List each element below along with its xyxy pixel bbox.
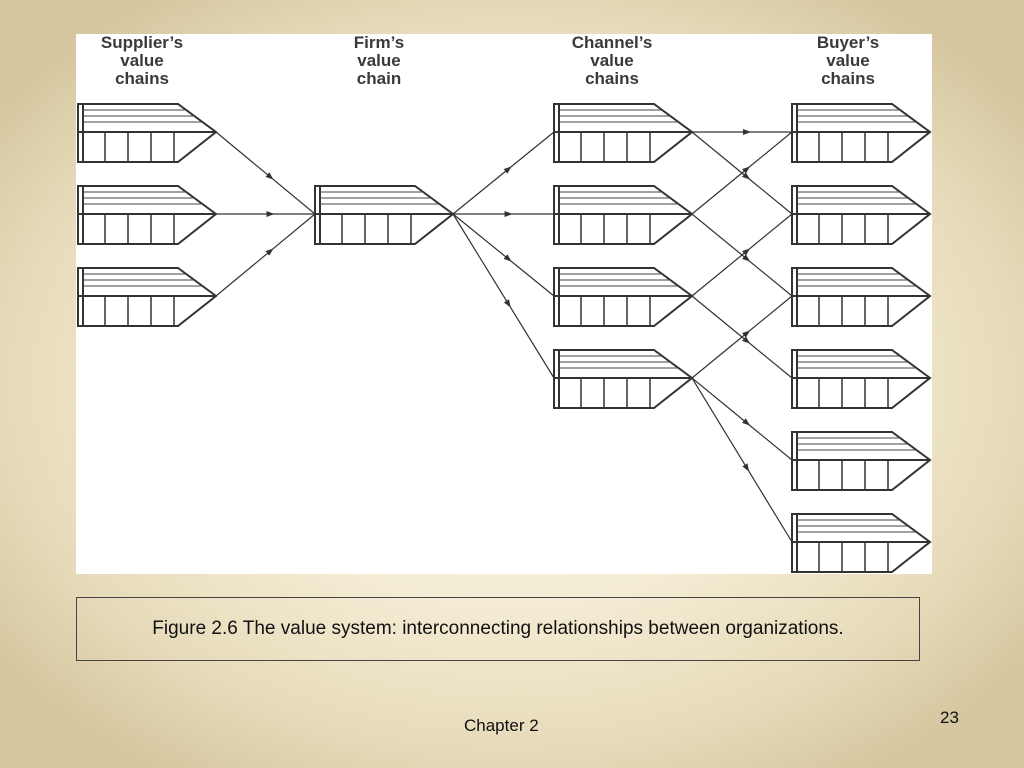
connector-channel-3-to-buyer-5 — [691, 377, 793, 543]
connector-supplier-2-to-firm-0 — [215, 213, 316, 297]
footer-chapter-label: Chapter 2 — [464, 716, 539, 735]
supplier-value-chain-2 — [77, 185, 218, 245]
figure-caption-box: Figure 2.6 The value system: interconnec… — [76, 597, 920, 661]
connector-channel-3-to-buyer-4 — [691, 377, 793, 461]
buyer-value-chain-6 — [791, 513, 932, 573]
connector-channel-2-to-buyer-3 — [691, 295, 793, 379]
channel-value-chain-3 — [553, 267, 694, 327]
buyer-value-chain-5 — [791, 431, 932, 491]
connector-channel-0-to-buyer-1 — [691, 131, 793, 215]
connector-channel-1-to-buyer-2 — [691, 213, 793, 297]
connector-channel-3-to-buyer-2 — [691, 295, 793, 379]
connector-firm-0-to-channel-3 — [452, 213, 555, 379]
buyer-value-chain-1 — [791, 103, 932, 163]
figure-caption: Figure 2.6 The value system: interconnec… — [152, 618, 844, 639]
connector-channel-2-to-buyer-1 — [691, 213, 793, 297]
channel-value-chain-2 — [553, 185, 694, 245]
firm-value-chain-1 — [314, 185, 455, 245]
buyer-value-chain-2 — [791, 185, 932, 245]
buyer-value-chain-4 — [791, 349, 932, 409]
buyer-value-chain-3 — [791, 267, 932, 327]
connector-firm-0-to-channel-0 — [452, 131, 555, 215]
supplier-value-chain-1 — [77, 103, 218, 163]
page-number: 23 — [940, 708, 959, 727]
channel-value-chain-4 — [553, 349, 694, 409]
channel-value-chain-1 — [553, 103, 694, 163]
connector-channel-1-to-buyer-0 — [691, 131, 793, 215]
connector-supplier-0-to-firm-0 — [215, 131, 316, 215]
supplier-value-chain-3 — [77, 267, 218, 327]
connector-firm-0-to-channel-2 — [452, 213, 555, 297]
